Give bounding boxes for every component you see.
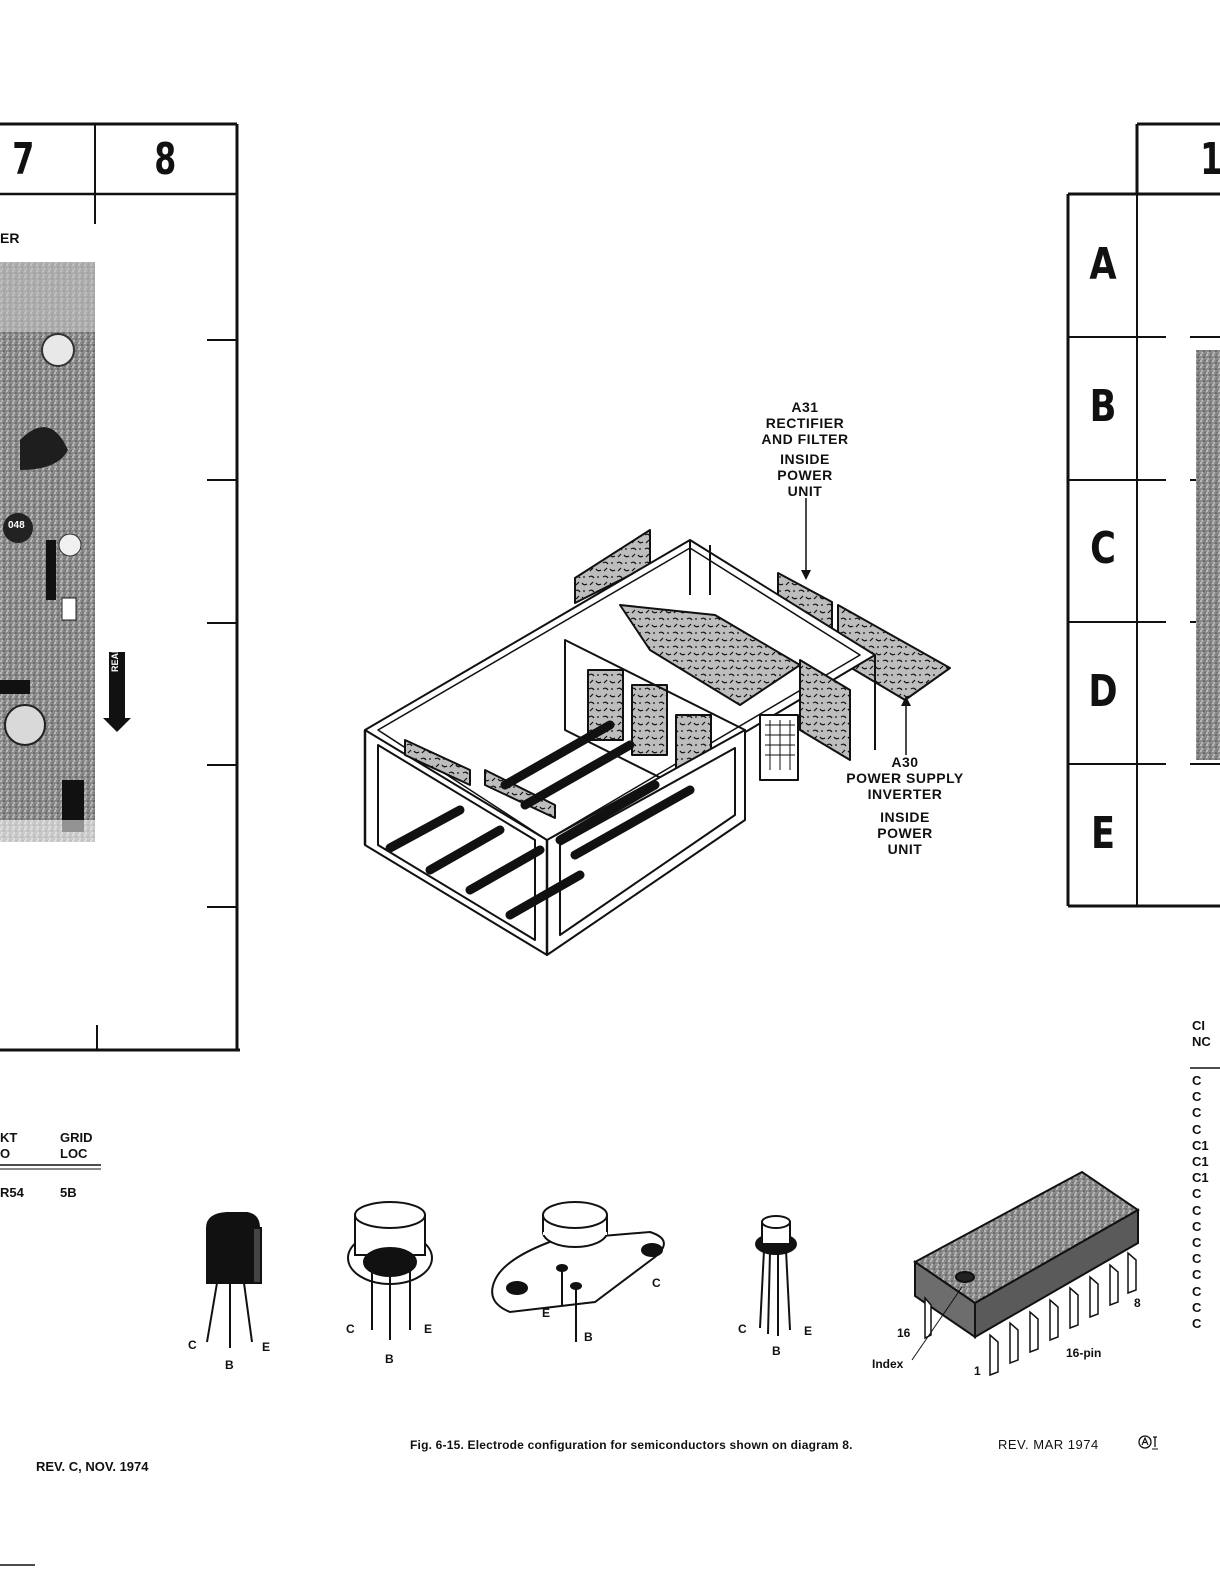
list-item: C	[1192, 1316, 1202, 1332]
dip-package-name: 16-pin	[1066, 1346, 1102, 1360]
to18-pin-b: B	[772, 1344, 781, 1358]
grid-row-e: E	[1090, 808, 1116, 859]
list-item: C	[1192, 1121, 1202, 1137]
list-item: C	[1192, 1283, 1202, 1299]
grid-column-partial: 1	[1200, 138, 1220, 182]
dip-pin-1: 1	[974, 1364, 981, 1378]
photo-label-048: 048	[8, 520, 25, 531]
list-item: C	[1192, 1105, 1202, 1121]
grid-column-7: 7	[12, 134, 35, 185]
list-item: C	[1192, 1073, 1202, 1088]
list-item: C1	[1192, 1154, 1209, 1170]
to92-pin-e: E	[262, 1340, 271, 1354]
list-item: C	[1192, 1089, 1202, 1105]
right-table-header: CI NC	[1192, 1018, 1211, 1049]
dip-pin-8: 8	[1134, 1296, 1141, 1310]
callout-a31-inside: INSIDE POWER UNIT	[777, 451, 833, 499]
right-photo-fragment	[1196, 350, 1220, 760]
list-item: C	[1192, 1267, 1202, 1283]
figure-caption: Fig. 6-15. Electrode configuration for s…	[410, 1438, 853, 1452]
list-item: C	[1192, 1299, 1202, 1315]
left-grid-frame	[0, 122, 240, 1052]
dip-pin-16: 16	[897, 1326, 911, 1340]
left-partial-label: ER	[0, 230, 20, 246]
callout-a31: A31 RECTIFIER AND FILTER	[761, 399, 849, 447]
to3-pin-c: C	[652, 1276, 661, 1290]
left-table-ckt: R54	[0, 1185, 24, 1200]
left-photo-fragment	[0, 262, 95, 842]
left-table-col2-header: GRID LOC	[60, 1130, 93, 1161]
dip-index-label: Index	[872, 1357, 904, 1371]
to3-pin-e: E	[542, 1306, 551, 1320]
to5-package	[347, 1201, 433, 1340]
left-table-col1-header: KT O	[0, 1130, 18, 1161]
to5-pin-c: C	[346, 1322, 355, 1336]
to92-pin-b: B	[225, 1358, 234, 1372]
grid-row-a: A	[1089, 239, 1117, 290]
list-item: C	[1192, 1186, 1202, 1202]
to18-pin-e: E	[804, 1324, 813, 1338]
to3-package	[491, 1201, 665, 1342]
rear-arrow-icon	[103, 652, 131, 732]
grid-row-c: C	[1090, 523, 1116, 574]
chassis-illustration	[363, 498, 951, 956]
to5-pin-b: B	[385, 1352, 394, 1366]
grid-row-d: D	[1088, 666, 1118, 717]
right-table-entries: C C C C C1 C1 C1 C C C C C C C C C	[1192, 1073, 1209, 1332]
to92-package	[206, 1212, 262, 1348]
to5-pin-e: E	[424, 1322, 433, 1336]
grid-column-8: 8	[154, 134, 177, 185]
list-item: C	[1192, 1235, 1202, 1251]
grid-row-b: B	[1089, 381, 1117, 432]
list-item: C1	[1192, 1170, 1209, 1186]
revision-left: REV. C, NOV. 1974	[36, 1459, 149, 1474]
callout-a30-inside: INSIDE POWER UNIT	[877, 809, 933, 857]
revision-right: REV. MAR 1974	[998, 1437, 1099, 1452]
rear-label: REAR	[110, 646, 120, 672]
to18-package	[755, 1215, 797, 1336]
right-grid-frame	[1066, 122, 1220, 908]
list-item: C	[1192, 1251, 1202, 1267]
callout-a30: A30 POWER SUPPLY INVERTER	[846, 754, 964, 802]
list-item: C1	[1192, 1137, 1209, 1153]
to3-pin-b: B	[584, 1330, 593, 1344]
to92-pin-c: C	[188, 1338, 197, 1352]
list-item: C	[1192, 1202, 1202, 1218]
dip16-package	[911, 1170, 1140, 1377]
left-table-loc: 5B	[60, 1185, 77, 1200]
to18-pin-c: C	[738, 1322, 747, 1336]
list-item: C	[1192, 1218, 1202, 1234]
manufacturer-logo-icon	[1138, 1433, 1160, 1451]
